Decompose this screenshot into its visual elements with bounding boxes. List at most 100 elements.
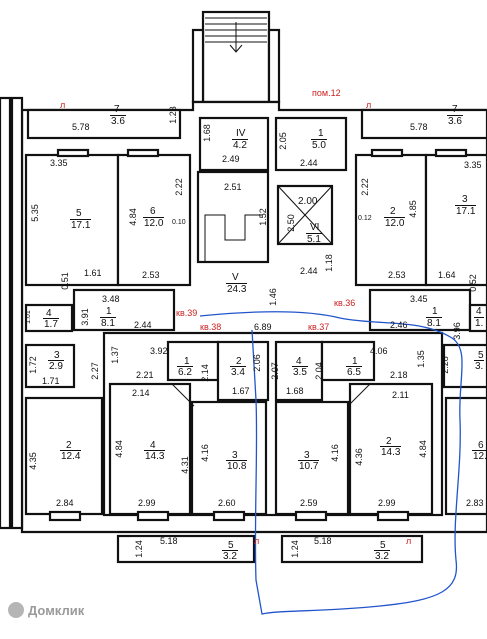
dim-label: 2.22 (173, 178, 184, 196)
dim-label: 1.46 (267, 288, 278, 306)
room-num: 3 (232, 450, 238, 461)
dim-label: 5.78 (72, 122, 90, 132)
dim-label: 2.44 (300, 158, 318, 168)
room-num: IV (236, 128, 246, 139)
dim-label: 2.60 (218, 498, 236, 508)
room-num: 4 (150, 440, 156, 451)
dim-label: 1.37 (109, 346, 120, 364)
room-num: 7 (452, 104, 458, 115)
room-num: 2 (386, 436, 392, 447)
dim-label: 2.04 (313, 362, 324, 380)
room-num: 4 (46, 308, 52, 319)
dim-label: 0.51 (59, 272, 70, 290)
room-4-big (108, 382, 192, 516)
dim-label: 1.24 (289, 540, 300, 558)
room-6-left (116, 153, 192, 287)
dim-label: 4.84 (417, 440, 428, 458)
room-num: 3 (462, 194, 468, 205)
label-kv39: кв.39 (176, 308, 198, 318)
room-num: 6 (150, 206, 156, 217)
room-area: 12.4 (60, 450, 82, 462)
dim-label: 2.51 (224, 182, 242, 192)
dim-label: 1.71 (42, 376, 60, 386)
room-num: 1 (184, 356, 190, 367)
room-area: 17.1 (455, 205, 477, 217)
room-area: 6.2 (177, 366, 193, 378)
dim-label: 1.35 (415, 350, 426, 368)
dim-label: 0.10 (172, 219, 186, 226)
room-num: 2 (66, 440, 72, 451)
room-area: 1. (474, 317, 485, 329)
dim-label: 2.99 (378, 498, 396, 508)
room-area: 8.1 (426, 317, 442, 329)
room-1c (166, 340, 220, 382)
dim-label: 2.44 (300, 266, 318, 276)
label-pom12: пом.12 (312, 88, 341, 98)
dim-label: 1.68 (286, 386, 304, 396)
balcony-left-top (26, 108, 182, 140)
dim-label: 1.24 (133, 540, 144, 558)
dim-label: 4.85 (407, 200, 418, 218)
room-area: 8.1 (100, 317, 116, 329)
stair-core (196, 170, 270, 264)
room-area: 3.2 (374, 550, 390, 562)
room-num: 1 (106, 306, 112, 317)
room-area: 5.0 (311, 139, 327, 151)
room-area: 24.3 (226, 283, 248, 295)
room-3-big-2 (274, 400, 350, 516)
room-area: 1.7 (43, 318, 59, 330)
dim-label: 4.36 (353, 448, 364, 466)
dim-label: 2.99 (138, 498, 156, 508)
room-num: 5 (228, 540, 234, 551)
room-area: 3.6 (447, 115, 463, 127)
dim-label: 3.48 (102, 294, 120, 304)
room-3-big (190, 400, 268, 516)
room-num: 1 (318, 128, 324, 139)
blue-scribble (199, 311, 463, 615)
room-3-small-left (24, 343, 76, 389)
dim-label: 0.52 (467, 274, 478, 292)
dim-label: 2.11 (392, 390, 409, 400)
dim-label: 2.49 (222, 154, 240, 164)
label-kv38: кв.38 (200, 322, 222, 332)
room-4-small-right (468, 303, 487, 333)
room-num: 5 (380, 540, 386, 551)
room-area: 12. (472, 450, 487, 462)
dim-label: 3.35 (464, 160, 482, 170)
room-2-big-left (24, 396, 104, 516)
dim-label: 2.53 (388, 270, 406, 280)
room-area: 12.0 (143, 217, 165, 229)
room-area: 3.4 (230, 366, 246, 378)
label-l-2: л (366, 100, 372, 110)
windows (48, 148, 468, 522)
room-area: 14.3 (380, 446, 402, 458)
room-3-right (424, 153, 487, 287)
room-num: 6 (478, 440, 484, 451)
room-num: 5 (76, 208, 82, 219)
dim-label: 1.01 (24, 310, 32, 324)
room-area: 17.1 (70, 219, 92, 231)
dim-label: 4.16 (199, 444, 210, 462)
room-num: 4 (296, 356, 302, 367)
dim-label: 2.59 (300, 498, 318, 508)
balcony-left-bottom (116, 534, 256, 564)
room-IV (198, 116, 270, 172)
dim-label: 3.45 (410, 294, 428, 304)
room-1d (320, 340, 376, 382)
dim-label: 4.84 (113, 440, 124, 458)
dim-label: 2.46 (390, 320, 408, 330)
dim-label: 2.05 (277, 132, 288, 150)
room-num: V (232, 272, 239, 283)
dim-label: 1.72 (27, 356, 38, 374)
room-area: 3.6 (110, 115, 126, 127)
dim-label: 3.35 (50, 158, 68, 168)
room-area: 5.1 (306, 233, 322, 245)
dim-label: 1.68 (201, 124, 212, 142)
dim-label: 1.18 (323, 254, 334, 272)
dim-label: 1.67 (232, 386, 250, 396)
room-num: 2 (236, 356, 242, 367)
room-area: 12.0 (384, 217, 406, 229)
room-area: 14.3 (144, 450, 166, 462)
room-num: VI (310, 222, 320, 233)
